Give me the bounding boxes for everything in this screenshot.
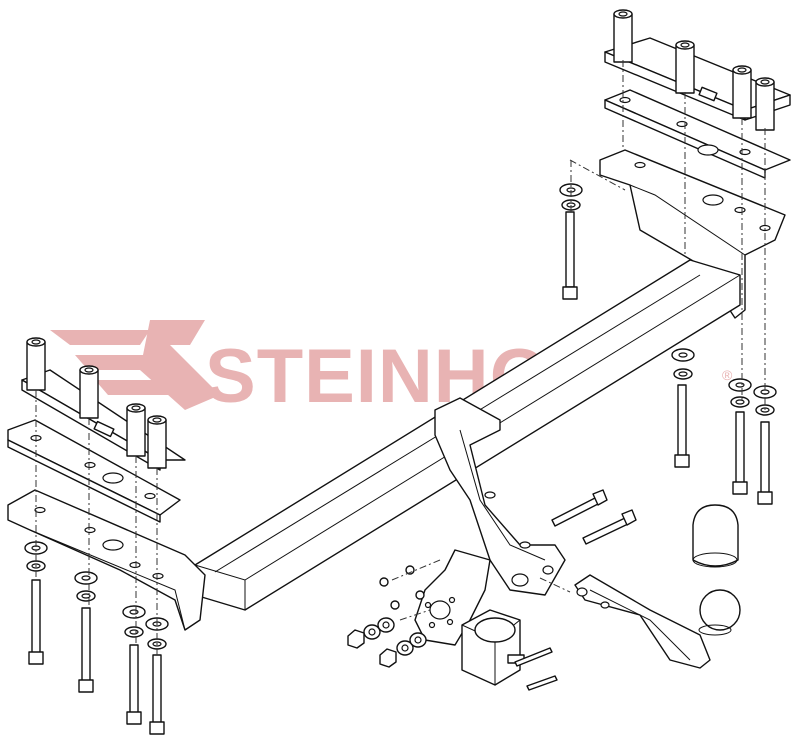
washer: [363, 624, 381, 640]
tow-ball-cover: [692, 504, 739, 568]
bolt: [757, 421, 773, 505]
spacer-tube: [147, 415, 167, 469]
washer: [122, 605, 146, 619]
spacer-tube: [79, 365, 99, 419]
watermark-registered-mark: ®: [722, 367, 733, 383]
washer: [728, 378, 752, 392]
bolt: [526, 675, 558, 691]
spacer-tube: [675, 40, 695, 94]
washer: [396, 640, 414, 656]
washer: [671, 348, 695, 362]
bolt: [562, 211, 578, 300]
washer: [673, 368, 693, 380]
nuts: [347, 629, 397, 668]
washer: [124, 626, 144, 638]
spacer-tube: [732, 65, 752, 119]
bolt: [674, 384, 690, 468]
left-spacer-tube-set: [21, 337, 186, 471]
bolt: [28, 579, 44, 665]
spacer-tube: [755, 77, 775, 131]
washer: [730, 396, 750, 408]
bolt: [551, 489, 608, 527]
spacer-tube: [26, 337, 46, 391]
tow-ball: [698, 589, 741, 636]
washer: [409, 632, 427, 648]
washer: [74, 571, 98, 585]
washers: [24, 183, 777, 656]
spacer-tube: [613, 9, 633, 63]
right-spacer-tube-set: [604, 9, 791, 131]
spacer-tube: [126, 403, 146, 457]
center-hanger-bracket: [434, 397, 566, 596]
washer: [76, 590, 96, 602]
bolt: [78, 607, 94, 693]
washer: [415, 590, 425, 600]
bolt: [126, 644, 142, 725]
left-spacer-plate: [7, 419, 181, 523]
bolt: [514, 647, 553, 667]
bolt: [732, 411, 748, 495]
washer: [390, 600, 400, 610]
washer: [755, 404, 775, 416]
washer: [24, 541, 48, 555]
left-mounting-bracket: [7, 489, 206, 631]
washer: [379, 577, 389, 587]
socket-mounting-plate: [414, 549, 491, 646]
bolt: [149, 654, 165, 735]
bolts: [28, 211, 773, 735]
nut: [347, 629, 365, 649]
electrical-socket: [461, 609, 525, 686]
tow-ball-neck: [574, 574, 741, 669]
steinhof-logo-mark: [50, 320, 220, 410]
assembly-lines: [35, 60, 766, 655]
bolt: [582, 509, 637, 545]
nut: [379, 648, 397, 668]
washer: [377, 617, 395, 633]
